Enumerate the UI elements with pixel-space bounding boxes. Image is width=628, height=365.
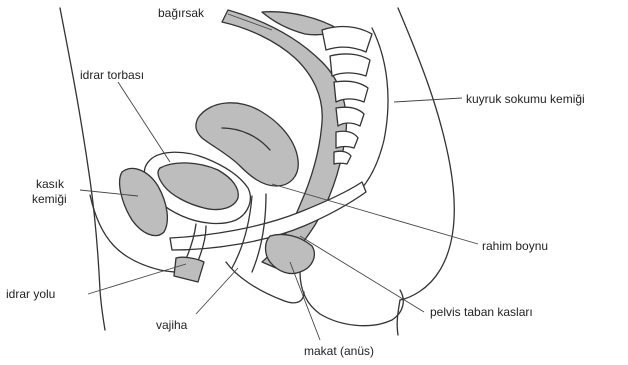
body-front-outline bbox=[60, 8, 105, 330]
label-pelvic-floor: pelvis taban kasları bbox=[430, 305, 533, 319]
label-vagina: vajiha bbox=[156, 318, 188, 332]
leader-bladder bbox=[118, 82, 170, 162]
label-cervix: rahim boynu bbox=[482, 239, 548, 253]
leader-vagina bbox=[196, 268, 238, 314]
buttock-lower bbox=[300, 272, 403, 326]
label-bowel: bağırsak bbox=[158, 6, 205, 20]
leader-coccyx bbox=[394, 98, 462, 102]
label-coccyx: kuyruk sokumu kemiği bbox=[466, 92, 585, 106]
body-back-outline bbox=[398, 8, 454, 300]
label-pubic-bone-line1: kasık bbox=[36, 177, 65, 191]
buttock-outline bbox=[397, 300, 400, 335]
leader-anus bbox=[290, 262, 320, 340]
label-bladder: idrar torbası bbox=[80, 68, 144, 82]
label-urethra: idrar yolu bbox=[6, 287, 55, 301]
leader-urethra bbox=[88, 264, 186, 294]
label-anus: makat (anüs) bbox=[304, 344, 374, 358]
urethra-opening bbox=[174, 257, 204, 282]
label-pubic-bone-line2: kemiği bbox=[32, 192, 67, 206]
leader-pelvic-floor bbox=[300, 236, 424, 312]
